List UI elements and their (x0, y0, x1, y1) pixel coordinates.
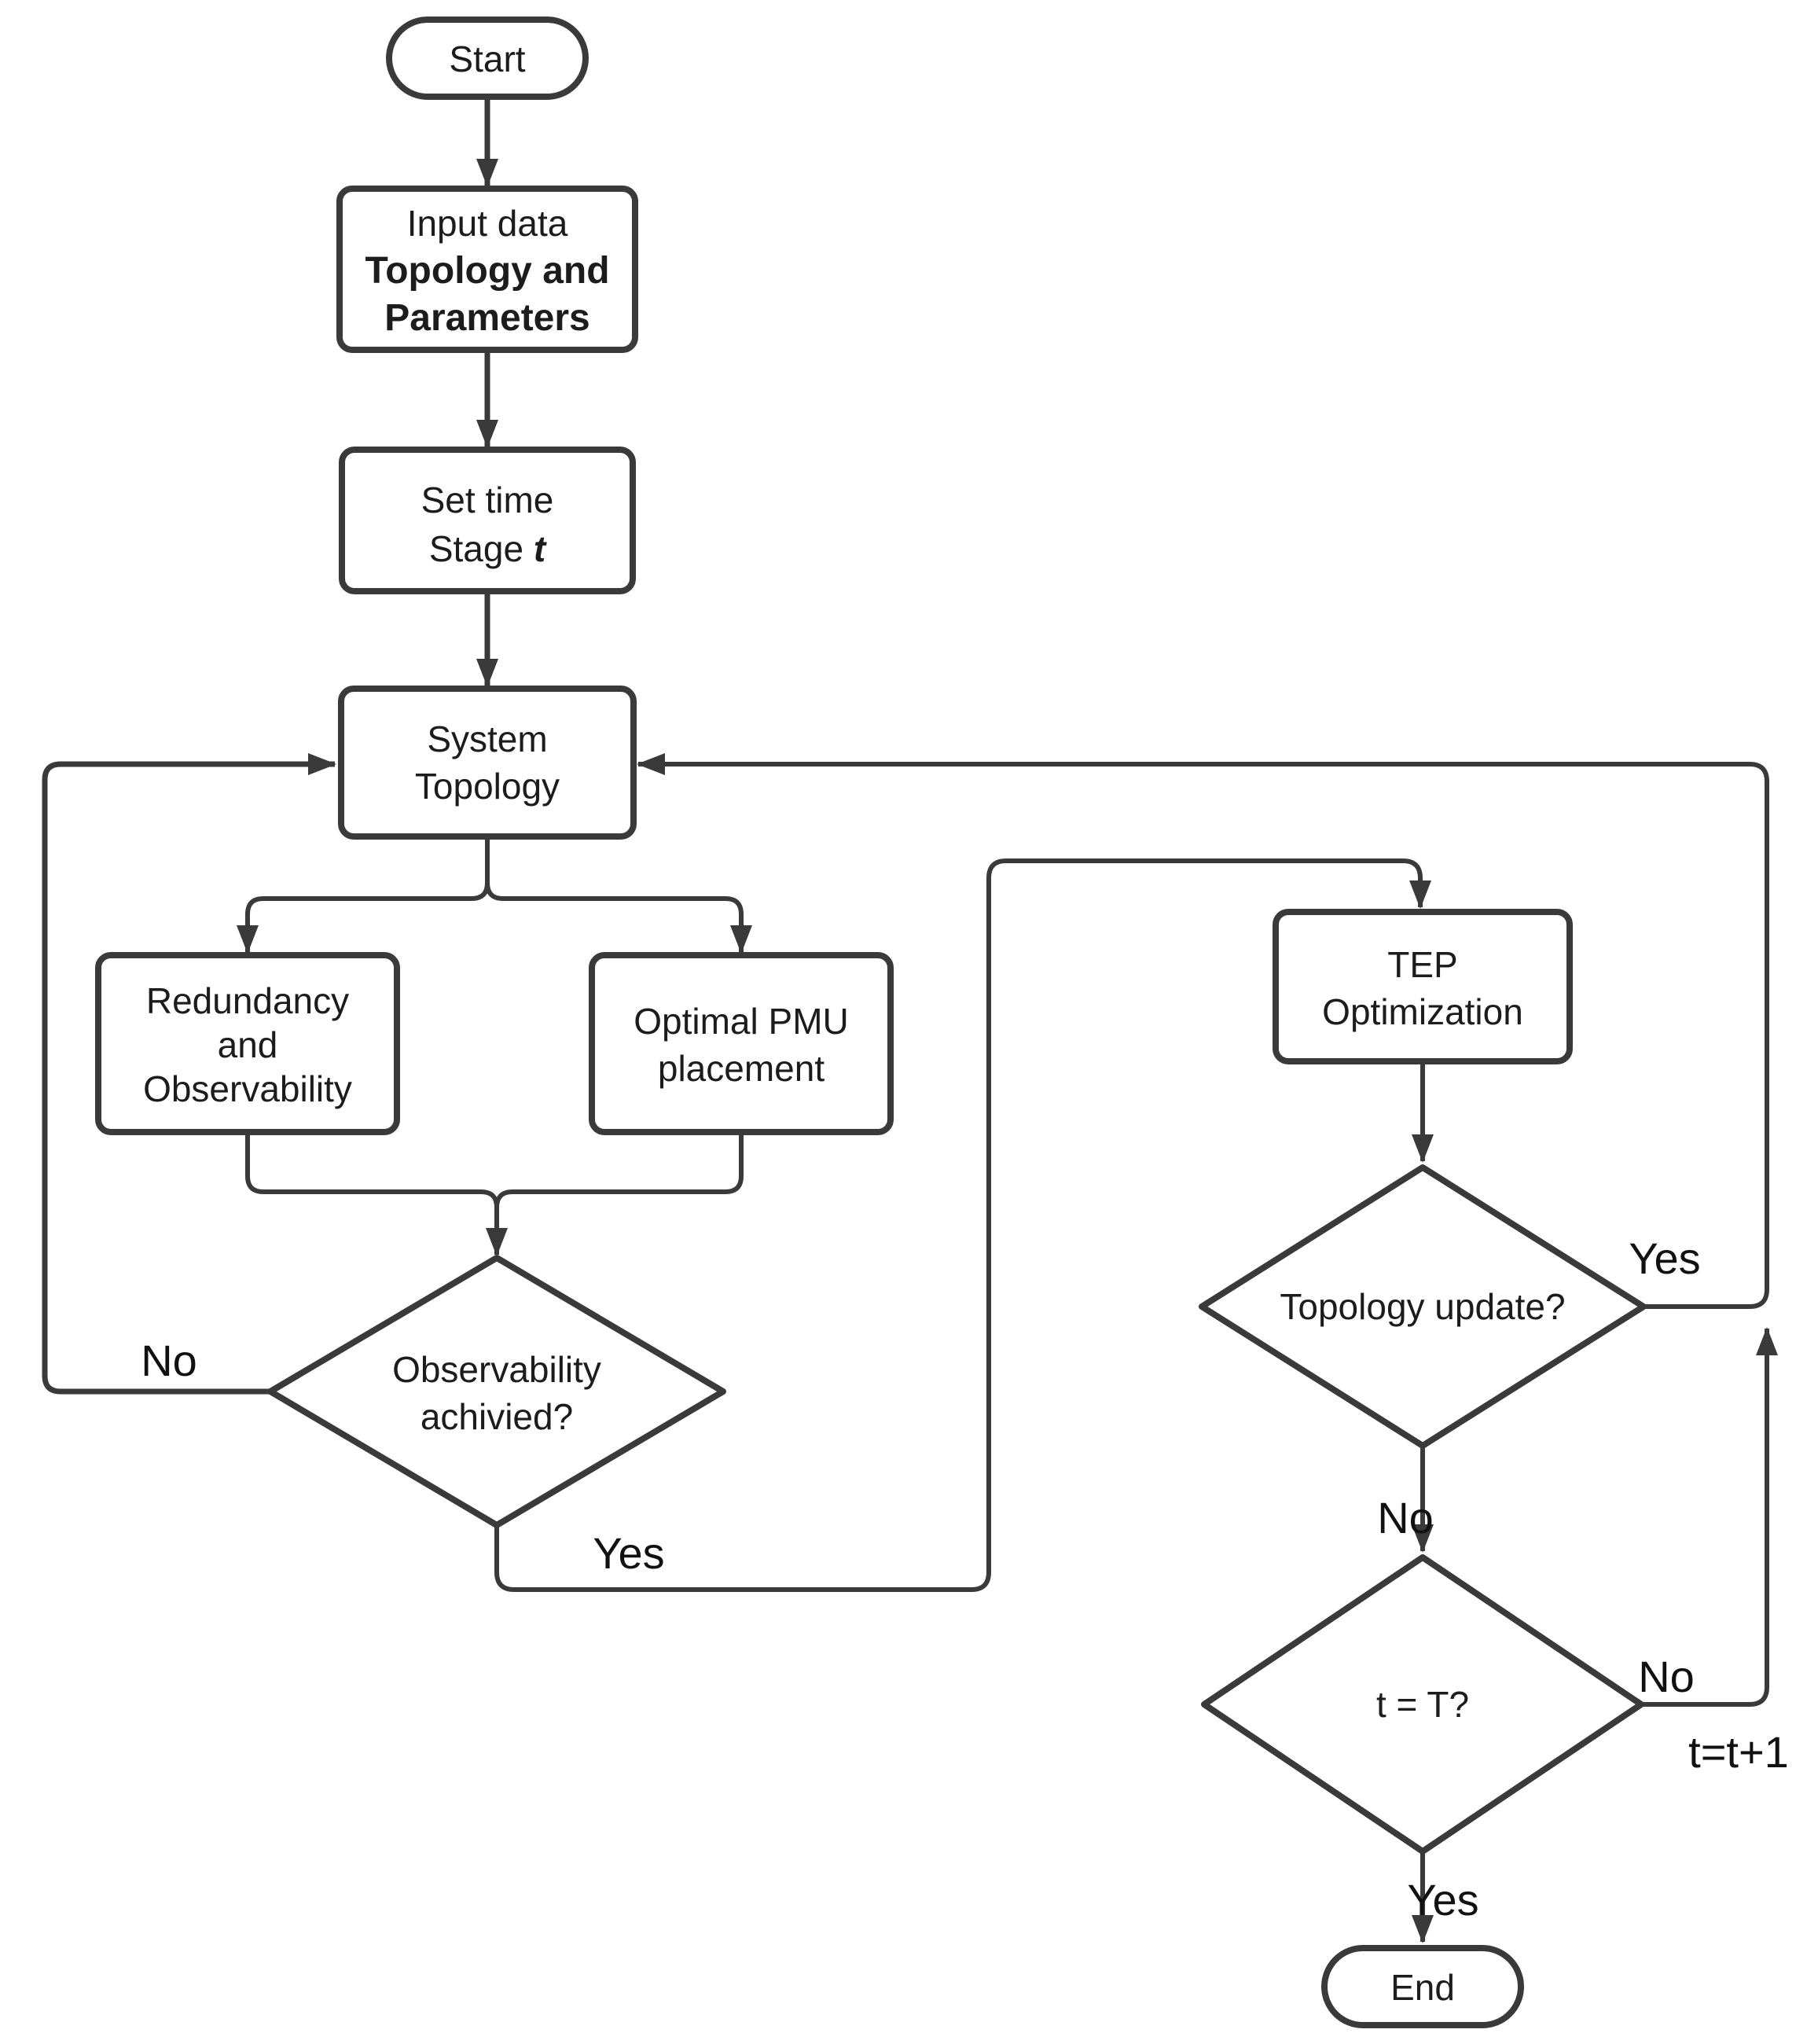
node-optimal-pmu: Optimal PMU placement (589, 952, 894, 1135)
system-topology-line2: Topology (415, 766, 560, 807)
set-time-shape (339, 447, 636, 594)
label-tT-yes: Yes (1407, 1875, 1478, 1925)
edge-topologyupdate-yes-loop (637, 753, 1769, 1309)
input-data-line2: Topology and (365, 250, 609, 292)
end-label: End (1390, 1967, 1455, 2008)
node-t-equals-T: t = T? (1201, 1554, 1644, 1855)
tep-shape (1273, 909, 1573, 1064)
topology-update-decision-shape (1199, 1164, 1647, 1449)
edge-system-to-pmu (485, 882, 752, 954)
node-system-topology: System Topology (338, 686, 637, 840)
edge-observability-yes-to-tep (494, 858, 1431, 1592)
optimal-pmu-line2: placement (658, 1048, 825, 1089)
set-time-line1: Set time (421, 480, 554, 520)
redundancy-line3: Observability (143, 1068, 352, 1109)
edge-pmu-to-observability (494, 1132, 744, 1208)
node-redundancy: Redundancy and Observability (95, 952, 400, 1135)
topology-update-line1: Topology update? (1280, 1286, 1565, 1327)
node-end: End (1321, 1945, 1524, 2028)
input-data-shape (336, 186, 638, 353)
label-topologyupdate-yes: Yes (1629, 1233, 1700, 1283)
node-input-data: Input data Topology and Parameters (336, 186, 638, 353)
node-topology-update: Topology update? (1199, 1164, 1647, 1449)
edge-redundancy-to-observability (245, 1132, 508, 1256)
label-tT-no: No (1638, 1652, 1695, 1701)
input-data-line1: Input data (407, 203, 568, 244)
set-time-line2: Stage t (429, 528, 547, 569)
start-label: Start (449, 39, 525, 79)
label-observability-yes: Yes (593, 1528, 664, 1578)
t-equals-T-line1: t = T? (1376, 1684, 1469, 1725)
redundancy-shape (95, 952, 400, 1135)
input-data-line3: Parameters (384, 297, 590, 339)
end-terminator-shape (1321, 1945, 1524, 2028)
label-observability-no: No (141, 1336, 197, 1385)
system-topology-line1: System (427, 719, 547, 759)
edge-tT-no-increment-loop (1641, 1327, 1778, 1707)
edge-labels: No Yes Yes No No t=t+1 Yes (141, 1233, 1789, 1925)
observability-line2: achivied? (421, 1396, 573, 1437)
t-equals-T-decision-shape (1201, 1554, 1644, 1855)
tep-line2: Optimization (1322, 991, 1523, 1032)
node-start: Start (386, 17, 589, 100)
node-observability-achieved: Observability achivied? (267, 1255, 726, 1528)
optimal-pmu-shape (589, 952, 894, 1135)
redundancy-line1: Redundancy (146, 980, 349, 1021)
system-topology-shape (338, 686, 637, 840)
edge-system-to-redundancy (237, 836, 490, 954)
observability-line1: Observability (392, 1349, 601, 1390)
node-set-time: Set time Stage t (339, 447, 636, 594)
start-terminator-shape (386, 17, 589, 100)
label-t-increment: t=t+1 (1688, 1727, 1789, 1777)
redundancy-line2: and (218, 1024, 278, 1065)
optimal-pmu-line1: Optimal PMU (634, 1001, 848, 1042)
observability-decision-shape (267, 1255, 726, 1528)
tep-line1: TEP (1387, 944, 1457, 985)
edge-observability-no-loop (42, 753, 336, 1395)
node-tep-optimization: TEP Optimization (1273, 909, 1573, 1064)
edges (42, 97, 1778, 1943)
label-topologyupdate-no: No (1377, 1493, 1434, 1542)
